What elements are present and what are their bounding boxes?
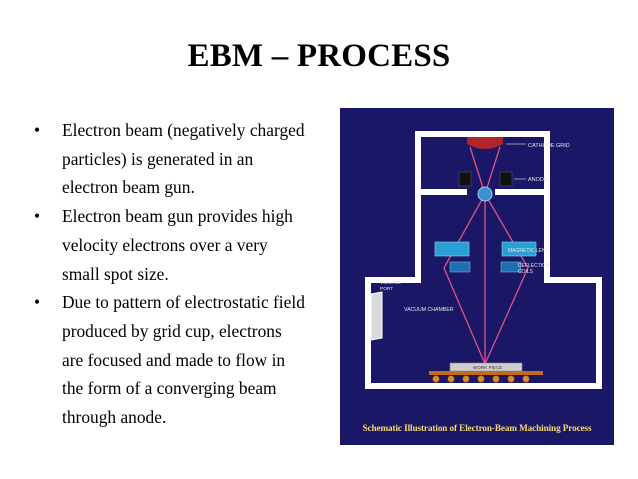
deflection-coil-right: [500, 261, 522, 273]
ebm-schematic-diagram: CATHODE GRID ANODE MAGNETIC LENS DEFLECT…: [340, 108, 614, 445]
vacuum-chamber-top-left: [365, 277, 421, 283]
bullet-line: Electron beam (negatively charged: [62, 120, 305, 140]
deflection-coil-left: [449, 261, 471, 273]
bullet-line: velocity electrons over a very: [62, 234, 268, 255]
beam-ray-left-lower: [443, 193, 486, 269]
chamber-walls: [365, 131, 602, 389]
viewing-port-window: [370, 291, 383, 341]
work-piece-label: WORK PIECE: [473, 365, 502, 370]
table-roller: [522, 375, 530, 383]
vacuum-chamber-right-wall: [596, 277, 602, 389]
beam-ray-right-lower: [484, 193, 529, 269]
beam-focal-sphere: [477, 186, 493, 202]
table-roller: [447, 375, 455, 383]
bullet-line: particles) is generated in an: [62, 148, 254, 169]
bullet-line: small spot size.: [62, 263, 169, 284]
gun-housing-right-wall: [544, 131, 550, 195]
bullet-line: electron beam gun.: [62, 177, 195, 198]
deflection-coils-label-1: DEFLECTION: [518, 263, 550, 269]
beam-focus-left: [443, 267, 486, 365]
table-roller: [477, 375, 485, 383]
viewing-port-label-2: PORT: [380, 286, 393, 292]
gun-housing-floor-right: [495, 189, 550, 195]
bullet-line: Due to pattern of electrostatic field: [62, 292, 305, 313]
cathode-grid-shape: [467, 137, 503, 149]
beam-ray-left-upper: [469, 146, 486, 195]
bullet-mark: •: [34, 292, 41, 313]
table-roller: [507, 375, 515, 383]
bullet-item: • Electron beam gun provides high veloci…: [34, 202, 340, 288]
work-table: [429, 371, 543, 375]
bullet-list: • Electron beam (negatively charged part…: [34, 116, 340, 432]
bullet-mark: •: [34, 206, 41, 227]
vacuum-chamber-label: VACUUM CHAMBER: [404, 307, 454, 313]
gun-housing-left-wall: [415, 131, 421, 195]
beam-focus-right: [484, 267, 529, 365]
bullet-mark: •: [34, 120, 41, 140]
bullet-line: are focused and made to flow in: [62, 349, 286, 370]
deflection-coils-label-2: COILS: [518, 269, 534, 275]
viewing-port-label-1: VIEWING: [380, 280, 401, 286]
bullet-line: Electron beam gun provides high: [62, 206, 293, 227]
vacuum-chamber-left-wall: [365, 277, 371, 389]
bullet-item: • Electron beam (negatively charged part…: [34, 116, 340, 202]
magnetic-lens-left: [434, 241, 470, 257]
bullet-line: produced by grid cup, electrons: [62, 320, 282, 341]
gun-housing-floor-left: [415, 189, 467, 195]
magnetic-lens-label: MAGNETIC LENS: [508, 248, 550, 254]
beam-ray-right-upper: [484, 146, 501, 195]
anode-left-block: [458, 171, 472, 187]
column-right-wall: [544, 189, 550, 277]
anode-right-block: [499, 171, 513, 187]
bullet-line: through anode.: [62, 407, 167, 428]
diagram-caption: Schematic Illustration of Electron-Beam …: [362, 423, 592, 433]
anode-label: ANODE: [528, 177, 548, 183]
bullet-line: the form of a converging beam: [62, 378, 277, 399]
table-roller: [462, 375, 470, 383]
gun-housing-top-wall: [415, 131, 550, 137]
column-left-wall: [415, 189, 421, 277]
table-rollers: [432, 375, 530, 383]
magnetic-lens-right: [501, 241, 537, 257]
slide-title: EBM – PROCESS: [187, 38, 451, 74]
table-roller: [432, 375, 440, 383]
vacuum-chamber-floor: [365, 383, 602, 389]
bullet-item: • Due to pattern of electrostatic field …: [34, 288, 340, 432]
table-roller: [492, 375, 500, 383]
vacuum-chamber-top-right: [544, 277, 602, 283]
ebm-schematic-svg: CATHODE GRID ANODE MAGNETIC LENS DEFLECT…: [365, 131, 602, 389]
cathode-grid-label: CATHODE GRID: [528, 143, 570, 149]
